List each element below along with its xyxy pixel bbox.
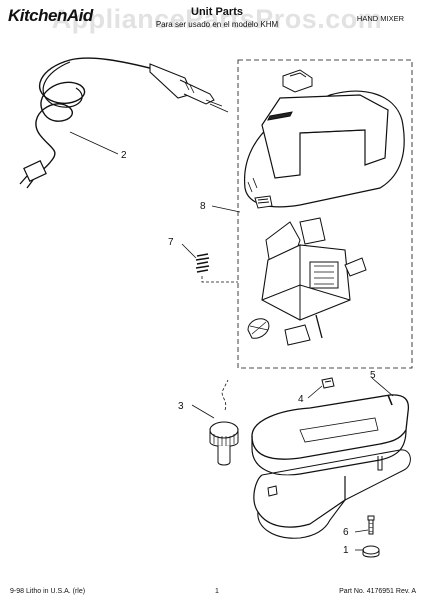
callout-5: 5 (370, 370, 376, 381)
motor-assembly (247, 217, 367, 346)
leader-lines (69, 131, 394, 551)
footer-print-info: 9-98 Litho in U.S.A. (rle) (10, 588, 86, 595)
callout-2: 2 (121, 150, 127, 161)
brand-logo: KitchenAid (8, 6, 93, 25)
top-housing (243, 69, 405, 209)
callout-1: 1 (343, 545, 349, 556)
page-subtitle: Para ser usado en el modelo KHM (155, 20, 279, 29)
page-title: Unit Parts (191, 6, 243, 18)
screw (367, 515, 375, 535)
callout-3: 3 (178, 401, 184, 412)
callout-6: 6 (343, 527, 349, 538)
footer-part-number: Part No. 4176951 Rev. A (339, 588, 416, 595)
callout-8: 8 (200, 201, 206, 212)
spring (195, 253, 238, 283)
footer-page-number: 1 (215, 588, 219, 595)
power-cord (19, 57, 229, 189)
rubber-foot (362, 545, 380, 558)
assembly-boundary (237, 59, 413, 369)
drive-gear (209, 379, 239, 466)
base-housing (251, 394, 411, 539)
callout-4: 4 (298, 394, 304, 405)
clip (321, 377, 335, 389)
callout-7: 7 (168, 237, 174, 248)
product-category: HAND MIXER (356, 14, 404, 23)
